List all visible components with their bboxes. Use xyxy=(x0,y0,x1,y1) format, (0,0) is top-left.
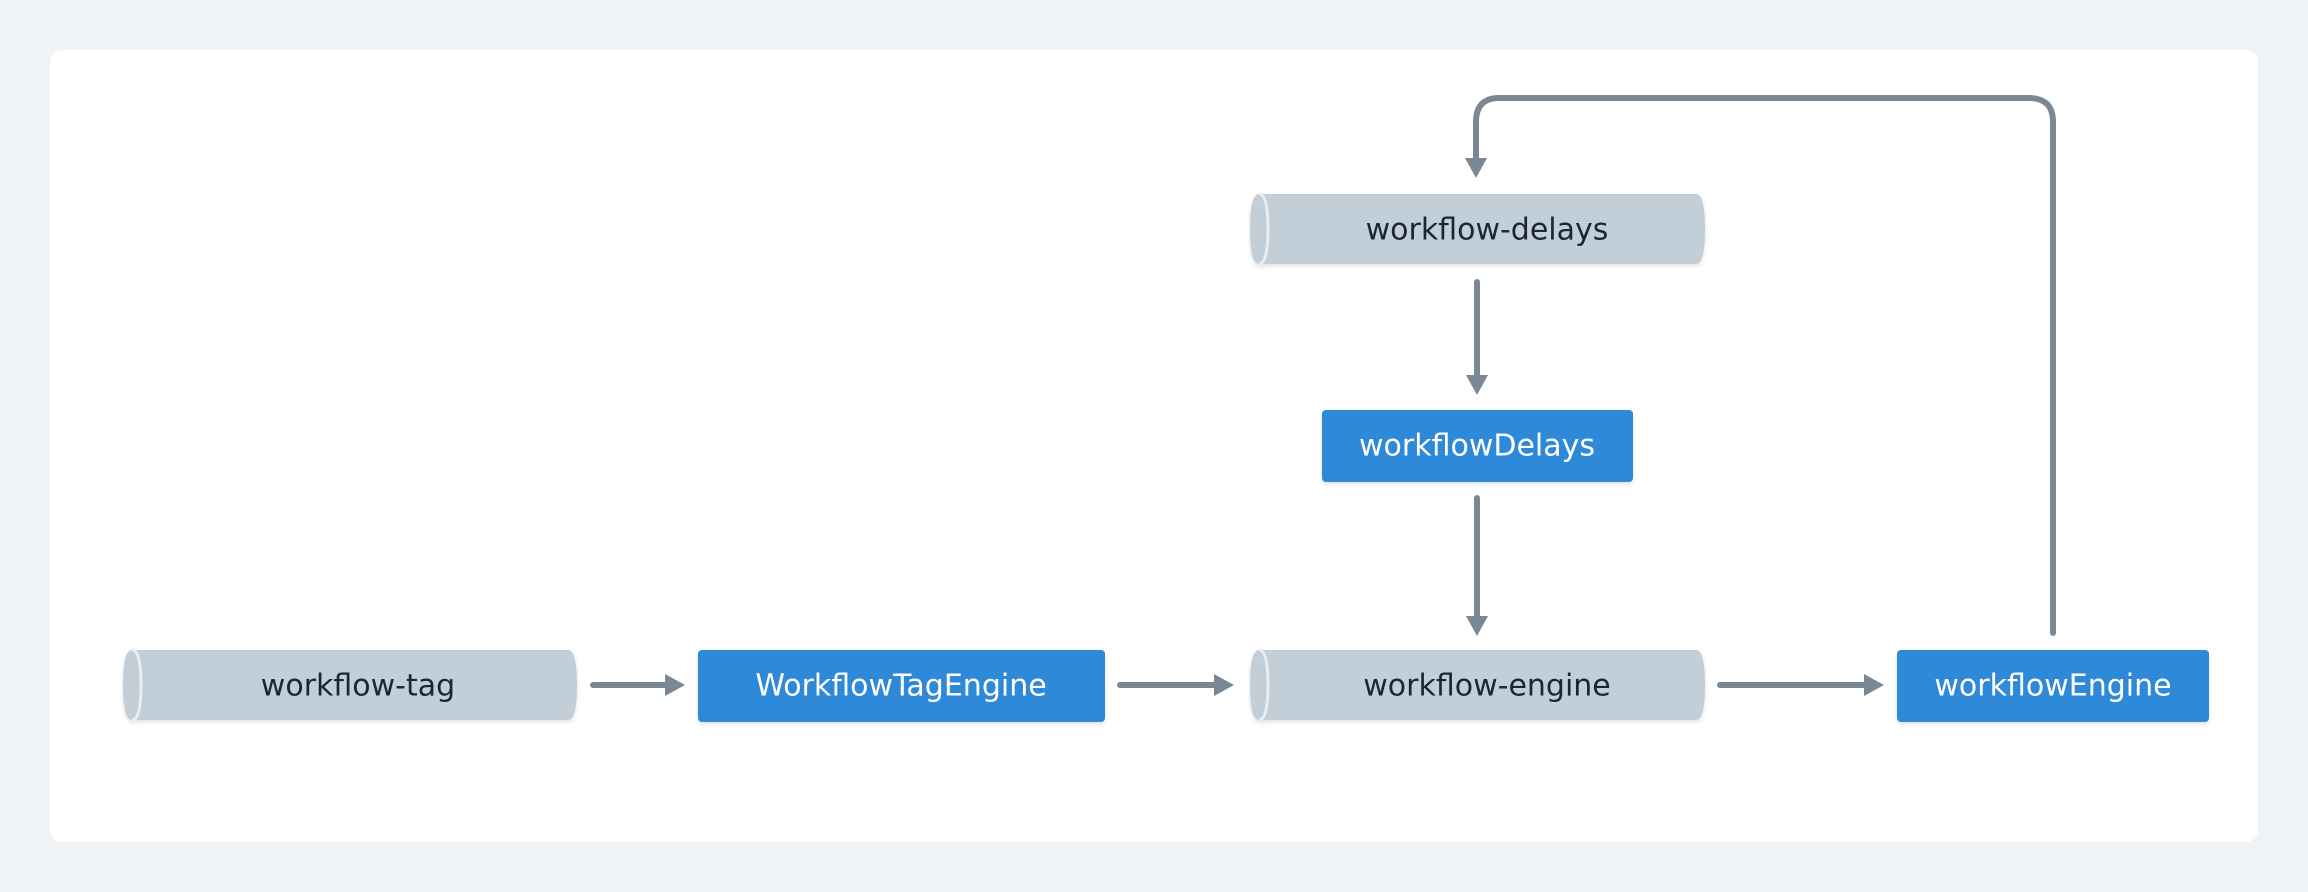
service-workflow-tag-engine[interactable]: WorkflowTagEngine xyxy=(698,650,1105,722)
service-label: workflowDelays xyxy=(1359,429,1595,464)
service-label: workflowEngine xyxy=(1934,669,2171,704)
topic-cylinder-edge xyxy=(131,648,143,722)
topic-workflow-engine[interactable]: workflow-engine xyxy=(1250,648,1705,722)
service-workflow-delays[interactable]: workflowDelays xyxy=(1322,410,1633,482)
arrowhead xyxy=(665,674,685,696)
edges xyxy=(590,95,2056,696)
topic-cylinder-edge xyxy=(1258,648,1270,722)
topic-label: workflow-delays xyxy=(1366,213,1609,248)
arrowhead xyxy=(1466,375,1488,395)
topic-cylinder xyxy=(1250,194,1705,264)
edge-engine-service-to-delays-topic xyxy=(1473,95,2056,636)
topic-cylinder-edge xyxy=(1258,192,1270,266)
topic-cylinder xyxy=(1250,650,1705,720)
topic-workflow-tag[interactable]: workflow-tag xyxy=(123,648,577,722)
arrowhead xyxy=(1864,674,1884,696)
arrowhead xyxy=(1466,616,1488,636)
service-workflow-engine[interactable]: workflowEngine xyxy=(1897,650,2209,722)
service-box xyxy=(698,650,1105,722)
service-label: WorkflowTagEngine xyxy=(755,669,1046,704)
arrowhead xyxy=(1465,158,1487,178)
topic-workflow-delays[interactable]: workflow-delays xyxy=(1250,192,1705,266)
topic-label: workflow-engine xyxy=(1363,669,1611,704)
service-box xyxy=(1322,410,1633,482)
service-box xyxy=(1897,650,2209,722)
topic-cylinder xyxy=(123,650,577,720)
arrowhead xyxy=(1214,674,1234,696)
topic-label: workflow-tag xyxy=(261,669,455,704)
